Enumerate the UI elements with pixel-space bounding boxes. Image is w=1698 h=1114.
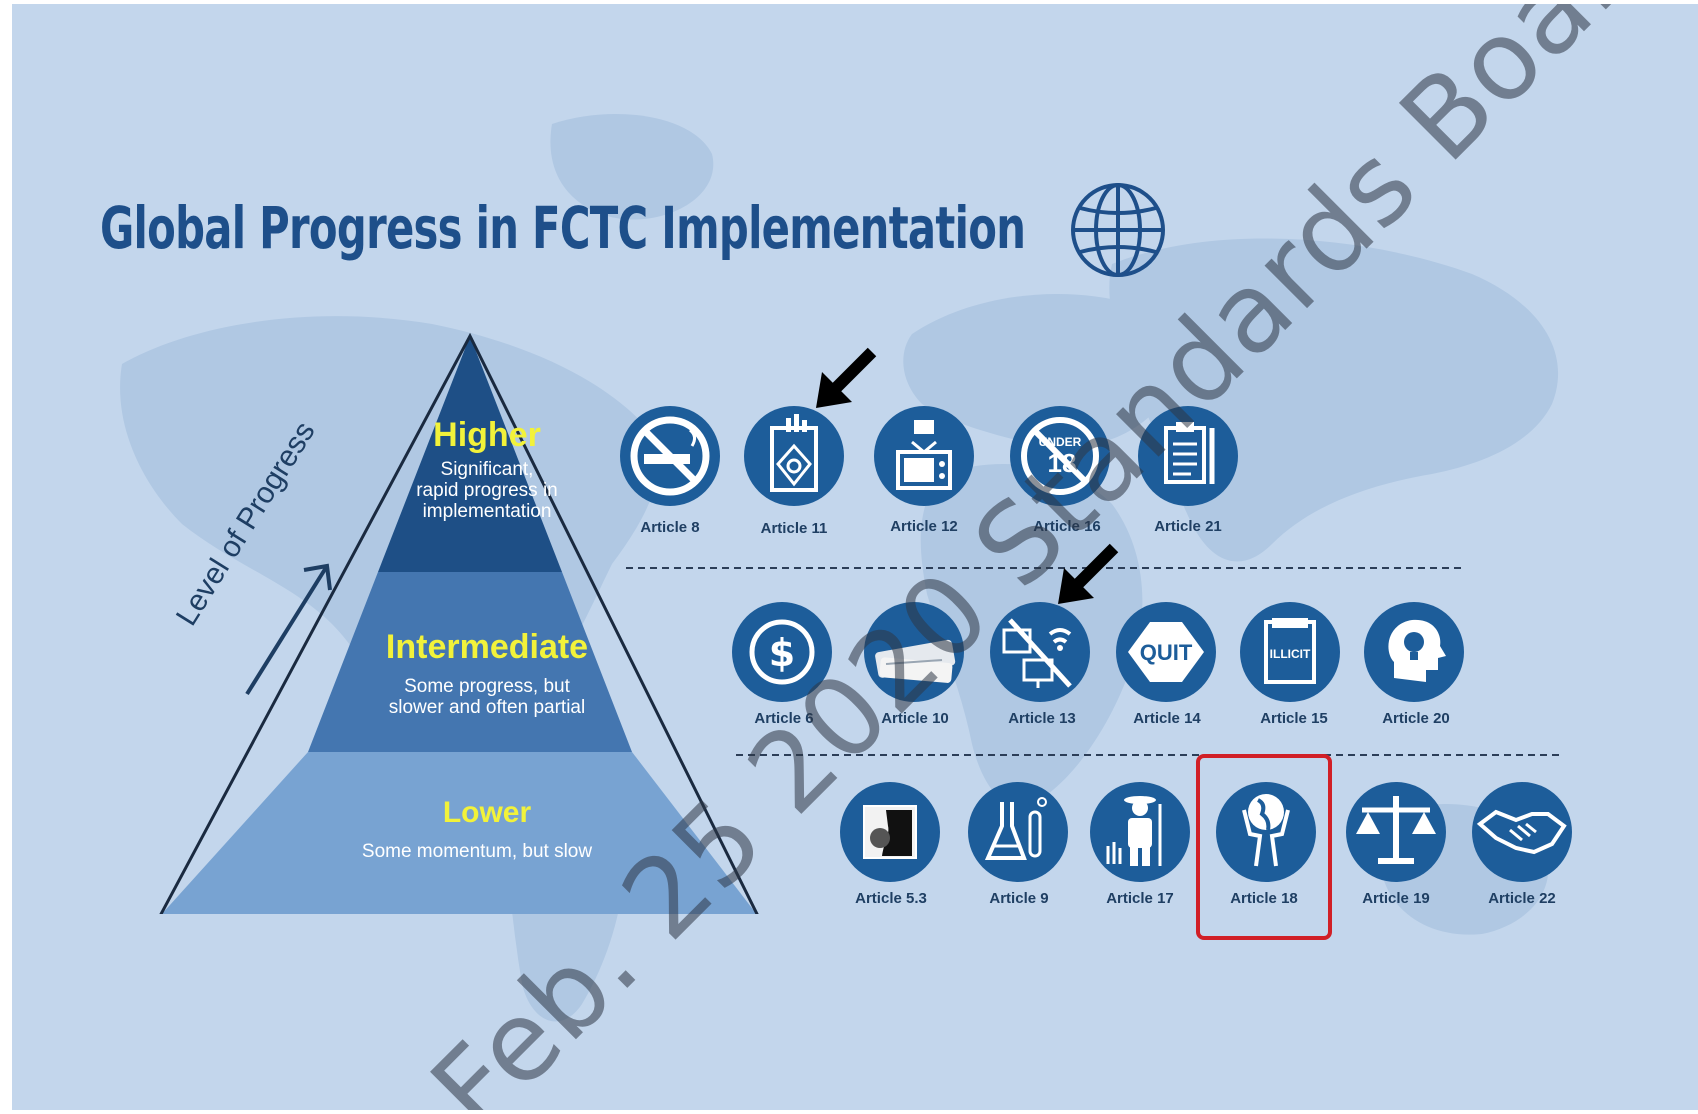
product-disclosure-icon <box>864 602 964 702</box>
article-15-label: Article 15 <box>1260 710 1328 727</box>
pyramid-tier-higher <box>378 336 562 572</box>
svg-text:18: 18 <box>1048 448 1077 478</box>
pyramid-tier-lower <box>161 752 757 914</box>
article-18-label: Article 18 <box>1230 890 1298 907</box>
highlight-box <box>1196 754 1332 940</box>
dollar-tax-icon: $ <box>732 602 832 702</box>
progress-arrow-icon <box>245 563 332 696</box>
svg-text:QUIT: QUIT <box>1140 640 1193 665</box>
globe-icon <box>1071 183 1165 277</box>
tier-title-intermediate: Intermediate <box>385 628 589 666</box>
head-lightbulb-icon <box>1364 602 1464 702</box>
article-19-label: Article 19 <box>1362 890 1430 907</box>
tier-separators <box>626 567 1560 756</box>
article-8-label: Article 8 <box>640 519 700 536</box>
tier-title-lower: Lower <box>442 796 532 829</box>
tv-education-icon <box>874 406 974 506</box>
article-14-label: Article 14 <box>1133 710 1201 727</box>
article-11-label: Article 11 <box>760 520 828 537</box>
article-16-label: Article 16 <box>1033 518 1101 535</box>
svg-text:ILLICIT: ILLICIT <box>1270 647 1311 661</box>
article-10-label: Article 10 <box>881 710 949 727</box>
cigarette-pack-warning-icon <box>744 406 844 506</box>
pyramid-tier-intermediate <box>308 572 632 752</box>
article-12-label: Article 12 <box>890 518 958 535</box>
quit-sign-icon: QUIT <box>1116 602 1216 702</box>
article-6-label: Article 6 <box>754 710 814 727</box>
page-title: Global Progress in FCTC Implementation <box>100 194 1026 262</box>
industry-interference-icon <box>840 782 940 882</box>
article-5-3-label: Article 5.3 <box>855 890 927 907</box>
lab-testing-icon <box>968 782 1068 882</box>
article-22-label: Article 22 <box>1488 890 1556 907</box>
tier-description-higher: Significant, rapid progress in implement… <box>416 459 558 522</box>
no-advertising-icon <box>990 602 1090 702</box>
tier-description-intermediate: Some progress, but slower and often part… <box>388 676 586 718</box>
clipboard-report-icon <box>1138 406 1238 506</box>
farmer-icon <box>1090 782 1190 882</box>
arrow-pointer-icon <box>816 347 877 408</box>
arrow-pointer-icon <box>1058 543 1119 604</box>
article-17-label: Article 17 <box>1106 890 1174 907</box>
tier-description-lower: Some momentum, but slow <box>361 841 593 862</box>
article-13-label: Article 13 <box>1008 710 1076 727</box>
article-21-label: Article 21 <box>1154 518 1222 535</box>
article-20-label: Article 20 <box>1382 710 1450 727</box>
article-9-label: Article 9 <box>989 890 1049 907</box>
no-smoking-icon <box>620 406 720 506</box>
illicit-pack-icon: ILLICIT <box>1240 602 1340 702</box>
scales-of-justice-icon <box>1346 782 1446 882</box>
svg-text:$: $ <box>769 631 795 675</box>
handshake-icon <box>1472 782 1572 882</box>
progress-pyramid <box>159 332 759 914</box>
tier-title-higher: Higher <box>433 416 541 454</box>
person-holding-globe-icon <box>1216 782 1316 882</box>
infographic-panel: Global Progress in FCTC Implementation H… <box>12 4 1698 1110</box>
under-18-prohibited-icon: UNDER 18 <box>1010 406 1110 506</box>
